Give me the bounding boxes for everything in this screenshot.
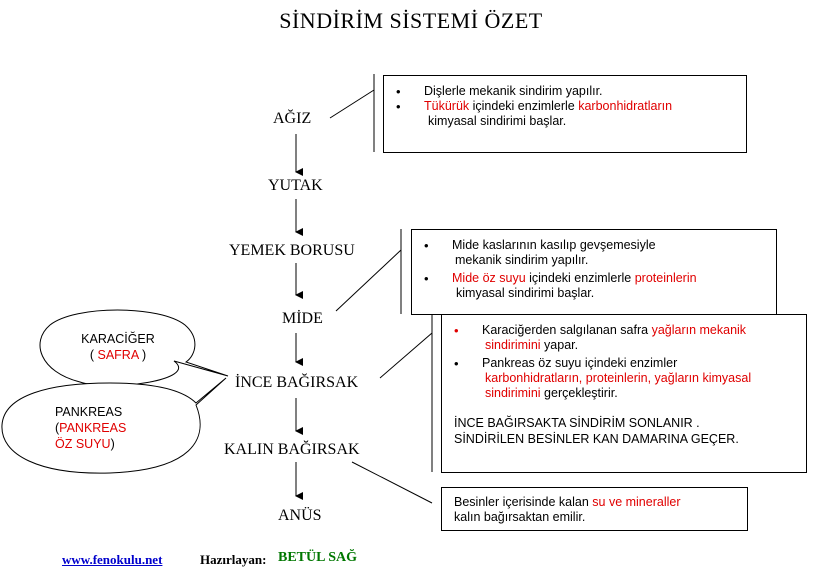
ince-bullet-2-red2: sindirimini [485,386,541,400]
ince-bullet-1-post: yapar. [540,338,579,352]
agiz-info-box: Dişlerle mekanik sindirim yapılır. Tükür… [383,75,747,153]
organ-yutak: YUTAK [268,177,323,194]
safra-text: SAFRA [97,348,139,362]
mide-bullet-2-mid: içindeki enzimlerle [525,271,635,285]
pankreas-red-text: PANKREAS [59,421,127,435]
pankreas-bubble: PANKREAS (PANKREAS ÖZ SUYU) [55,404,165,452]
safra-label: ( SAFRA ) [68,347,168,363]
kalin-line-2: kalın bağırsaktan emilir. [454,510,586,524]
agiz-bullet-1: Dişlerle mekanik sindirim yapılır. [384,84,746,99]
mide-bullet-2: Mide öz suyu içindeki enzimlerle protein… [412,271,776,301]
organ-anus: ANÜS [278,507,322,524]
oz-suyu-text: ÖZ SUYU [55,437,111,451]
organ-mide: MİDE [282,310,323,327]
mide-bullet-2-line2: kimyasal sindirimi başlar. [456,286,595,300]
connector-mide [335,249,402,312]
ince-bullet-1-red2: sindirimini [485,338,541,352]
author-name: BETÜL SAĞ [278,550,357,565]
ince-bullet-2: Pankreas öz suyu içindeki enzimlerkarbon… [442,356,806,401]
mide-info-box: Mide kaslarının kasılıp gevşemesiylemeka… [411,229,777,315]
kalin-line-1: Besinler içerisinde kalan su ve minerall… [454,495,747,510]
karaciger-label: KARACİĞER [81,332,155,346]
connector-kalin [351,461,433,504]
su-ve-mineraller-text: su ve mineraller [592,495,681,509]
organ-agiz: AĞIZ [273,110,312,127]
connector-agiz [329,89,375,119]
ince-note-2: SİNDİRİLEN BESİNLER KAN DAMARINA GEÇER. [454,432,739,446]
safra-close: ) [138,348,147,362]
tukuruk-text: Tükürük [424,99,470,113]
organ-ince-bagirsak: İNCE BAĞIRSAK [235,374,359,391]
ince-note-1: İNCE BAĞIRSAKTA SİNDİRİM SONLANIR . [454,416,700,430]
ince-bullet-2-line1: Pankreas öz suyu içindeki enzimler [482,356,678,370]
fenokulu-link[interactable]: www.fenokulu.net [62,552,163,567]
agiz-bullet-2: Tükürük içindeki enzimlerle karbonhidrat… [384,99,746,129]
page-title: SİNDİRİM SİSTEMİ ÖZET [279,8,543,33]
pankreas-open: ( [55,421,60,435]
mide-bullet-1: Mide kaslarının kasılıp gevşemesiylemeka… [412,238,776,268]
agiz-bullet-2-line2: kimyasal sindirimi başlar. [428,114,567,128]
pankreas-red-line-1: (PANKREAS [55,420,165,436]
hazirlayan-label: Hazırlayan: [200,552,267,567]
mide-bullet-1-line2: mekanik sindirim yapılır. [455,253,589,267]
ince-bullet-1-pre: Karaciğerden salgılanan safra [482,323,652,337]
mide-bullet-1-line1: Mide kaslarının kasılıp gevşemesiyle [452,238,656,252]
safra-open: ( [89,348,98,362]
protein-text: proteinlerin [634,271,697,285]
pankreas-label: PANKREAS [55,405,123,419]
kalin-line-1-pre: Besinler içerisinde kalan [454,495,593,509]
pankreas-bubble-shape [1,377,227,474]
ince-bullet-2-post: gerçekleştirir. [540,386,618,400]
agiz-bullet-1-text: Dişlerle mekanik sindirim yapılır. [424,84,603,98]
agiz-bullet-2-mid: içindeki enzimlerle [469,99,579,113]
organ-kalin-bagirsak: KALIN BAĞIRSAK [224,441,360,458]
ince-info-box: Karaciğerden salgılanan safra yağların m… [441,314,807,473]
ince-bullet-2-red1: karbonhidratların, proteinlerin, yağları… [485,371,752,385]
karaciger-bubble: KARACİĞER ( SAFRA ) [68,331,168,363]
ince-bullet-1: Karaciğerden salgılanan safra yağların m… [442,323,806,353]
karbonhidrat-text: karbonhidratların [578,99,673,113]
connector-ince [379,332,433,379]
pankreas-close: ) [110,437,115,451]
pankreas-red-line-2: ÖZ SUYU) [55,436,165,452]
mide-oz-suyu-text: Mide öz suyu [452,271,526,285]
organ-yemek-borusu: YEMEK BORUSU [229,242,355,259]
kalin-info-box: Besinler içerisinde kalan su ve minerall… [441,487,748,531]
yaglarin-mekanik-text: yağların mekanik [651,323,747,337]
